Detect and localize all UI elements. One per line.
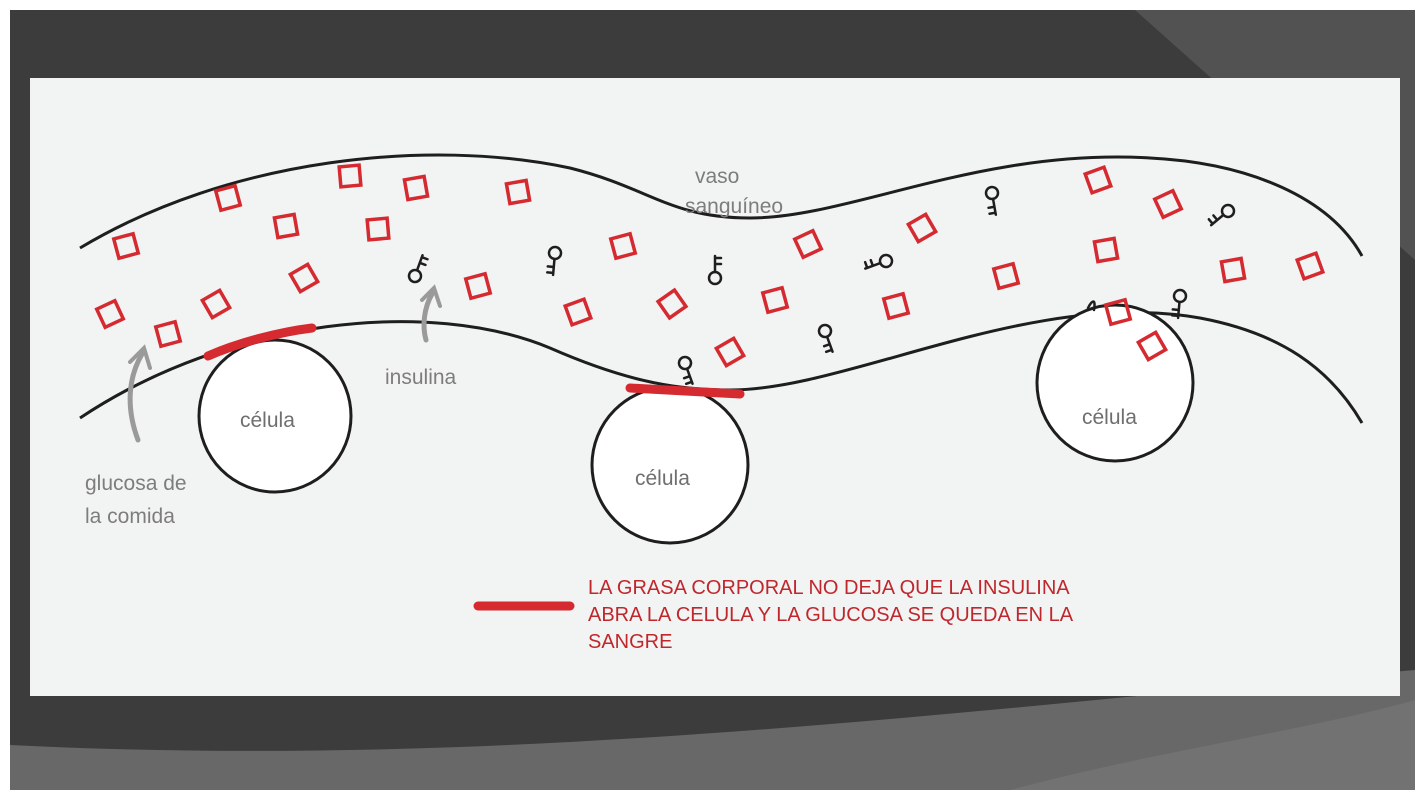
insulin-label: insulina	[385, 366, 457, 389]
glucose-label-line2: la comida	[85, 505, 175, 528]
insulin-arrow	[420, 284, 442, 343]
glucose-arrow	[127, 344, 152, 443]
slide: vaso sanguíneo insulina glucosa de la co…	[10, 10, 1415, 790]
cell-label-right: célula	[1082, 406, 1137, 429]
insulin-molecules	[407, 185, 1236, 386]
cell-right	[1035, 303, 1195, 463]
cell-left	[197, 338, 353, 494]
fat-bar-left	[203, 323, 317, 361]
glucose-molecules	[94, 163, 1326, 369]
diagram-panel: vaso sanguíneo insulina glucosa de la co…	[30, 78, 1400, 696]
vessel-label-line2: sanguíneo	[685, 195, 784, 218]
cell-label-left: célula	[240, 409, 295, 432]
blood-vessel-diagram	[79, 153, 1364, 611]
cell-label-middle: célula	[635, 467, 690, 490]
fat-note: LA GRASA CORPORAL NO DEJA QUE LA INSULIN…	[588, 577, 1072, 653]
vessel-upper-wall	[79, 153, 1364, 257]
fat-bar-middle	[625, 383, 745, 399]
vessel-label-line1: vaso	[695, 165, 740, 188]
glucose-label-line1: glucosa de	[85, 472, 187, 495]
